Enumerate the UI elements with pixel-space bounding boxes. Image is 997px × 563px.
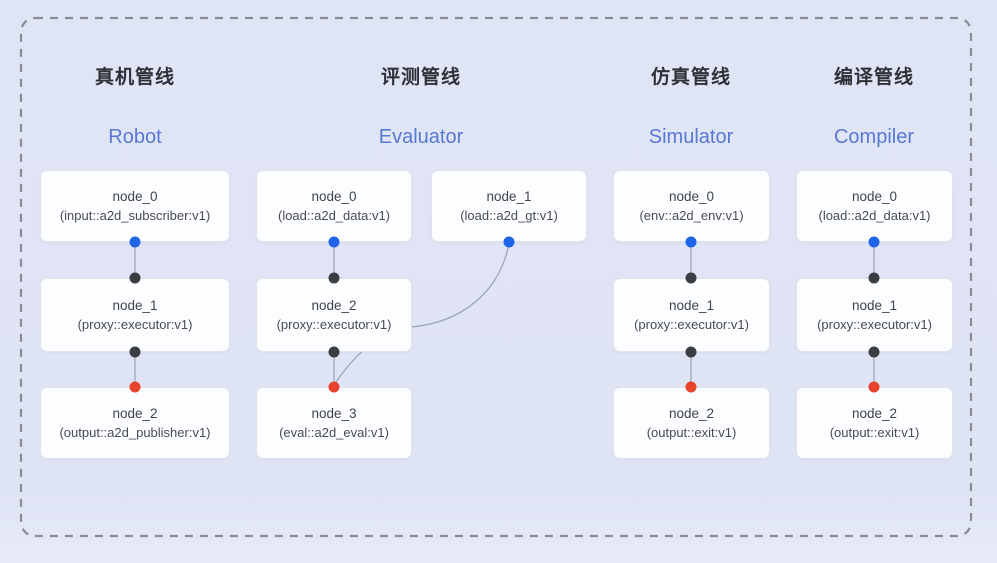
wire-curve-gt-to-eval: [335, 242, 510, 383]
node-card-evaluator-node0: node_0 (load::a2d_data:v1): [256, 170, 412, 242]
node-name: node_1: [486, 189, 532, 204]
node-type: (load::a2d_data:v1): [277, 208, 391, 223]
port-dot-blue: [129, 236, 141, 248]
node-card-evaluator-node1: node_1 (load::a2d_gt:v1): [431, 170, 587, 242]
port-dot-blue: [503, 236, 515, 248]
port-dot-blue: [685, 236, 697, 248]
port-dot-dark: [685, 346, 697, 358]
dashed-boundary: [19, 16, 973, 538]
node-type: (output::exit:v1): [646, 425, 737, 440]
port-dot-dark: [129, 272, 141, 284]
node-type: (proxy::executor:v1): [77, 317, 193, 332]
node-name: node_0: [851, 189, 898, 204]
node-card-robot-node1: node_1 (proxy::executor:v1): [40, 278, 230, 352]
node-card-compiler-node2: node_2 (output::exit:v1): [796, 387, 953, 459]
node-type: (output::exit:v1): [829, 425, 920, 440]
node-card-evaluator-node3: node_3 (eval::a2d_eval:v1): [256, 387, 412, 459]
node-type: (proxy::executor:v1): [634, 317, 749, 332]
node-card-simulator-node0: node_0 (env::a2d_env:v1): [613, 170, 770, 242]
port-dot-blue: [328, 236, 340, 248]
node-name: node_2: [311, 298, 357, 313]
node-type: (eval::a2d_eval:v1): [279, 425, 389, 440]
node-name: node_0: [112, 189, 158, 204]
node-card-robot-node2: node_2 (output::a2d_publisher:v1): [40, 387, 230, 459]
node-name: node_0: [311, 189, 357, 204]
node-card-simulator-node2: node_2 (output::exit:v1): [613, 387, 770, 459]
pipeline-header-simulator: 仿真管线 Simulator: [649, 66, 733, 150]
pipeline-title-zh: 评测管线: [380, 67, 461, 88]
node-type: (output::a2d_publisher:v1): [59, 425, 211, 440]
node-name: node_0: [668, 189, 715, 204]
node-card-robot-node0: node_0 (input::a2d_subscriber:v1): [40, 170, 230, 242]
port-dot-dark: [129, 346, 141, 358]
port-dot-dark: [685, 272, 697, 284]
pipeline-header-evaluator: 评测管线 Evaluator: [379, 66, 464, 150]
pipeline-header-compiler: 编译管线 Compiler: [834, 66, 914, 150]
pipeline-title-en: Evaluator: [378, 126, 464, 148]
pipeline-title-en: Simulator: [648, 126, 734, 148]
node-name: node_3: [311, 406, 357, 421]
port-dot-dark: [868, 346, 880, 358]
node-name: node_2: [851, 406, 898, 421]
node-type: (proxy::executor:v1): [817, 317, 932, 332]
node-card-evaluator-node2: node_2 (proxy::executor:v1): [256, 278, 412, 352]
pipeline-title-en: Robot: [108, 126, 162, 148]
node-type: (env::a2d_env:v1): [639, 208, 744, 223]
port-dot-red: [868, 381, 880, 393]
port-dot-blue: [868, 236, 880, 248]
node-name: node_1: [112, 298, 158, 313]
node-card-compiler-node0: node_0 (load::a2d_data:v1): [796, 170, 953, 242]
node-name: node_2: [112, 406, 158, 421]
node-type: (load::a2d_data:v1): [818, 208, 931, 223]
port-dot-dark: [868, 272, 880, 284]
pipeline-header-robot: 真机管线 Robot: [95, 66, 175, 150]
pipeline-title-zh: 编译管线: [833, 67, 914, 88]
pipeline-title-en: Compiler: [833, 126, 915, 148]
node-type: (proxy::executor:v1): [276, 317, 392, 332]
port-dot-red: [328, 381, 340, 393]
node-name: node_1: [668, 298, 715, 313]
node-name: node_1: [851, 298, 898, 313]
pipeline-title-zh: 真机管线: [94, 67, 176, 88]
node-name: node_2: [668, 406, 715, 421]
node-type: (load::a2d_gt:v1): [460, 208, 558, 223]
node-type: (input::a2d_subscriber:v1): [59, 208, 211, 223]
port-dot-red: [129, 381, 141, 393]
pipeline-title-zh: 仿真管线: [650, 67, 732, 88]
port-dot-dark: [328, 272, 340, 284]
node-card-simulator-node1: node_1 (proxy::executor:v1): [613, 278, 770, 352]
port-dot-red: [685, 381, 697, 393]
port-dot-dark: [328, 346, 340, 358]
node-card-compiler-node1: node_1 (proxy::executor:v1): [796, 278, 953, 352]
